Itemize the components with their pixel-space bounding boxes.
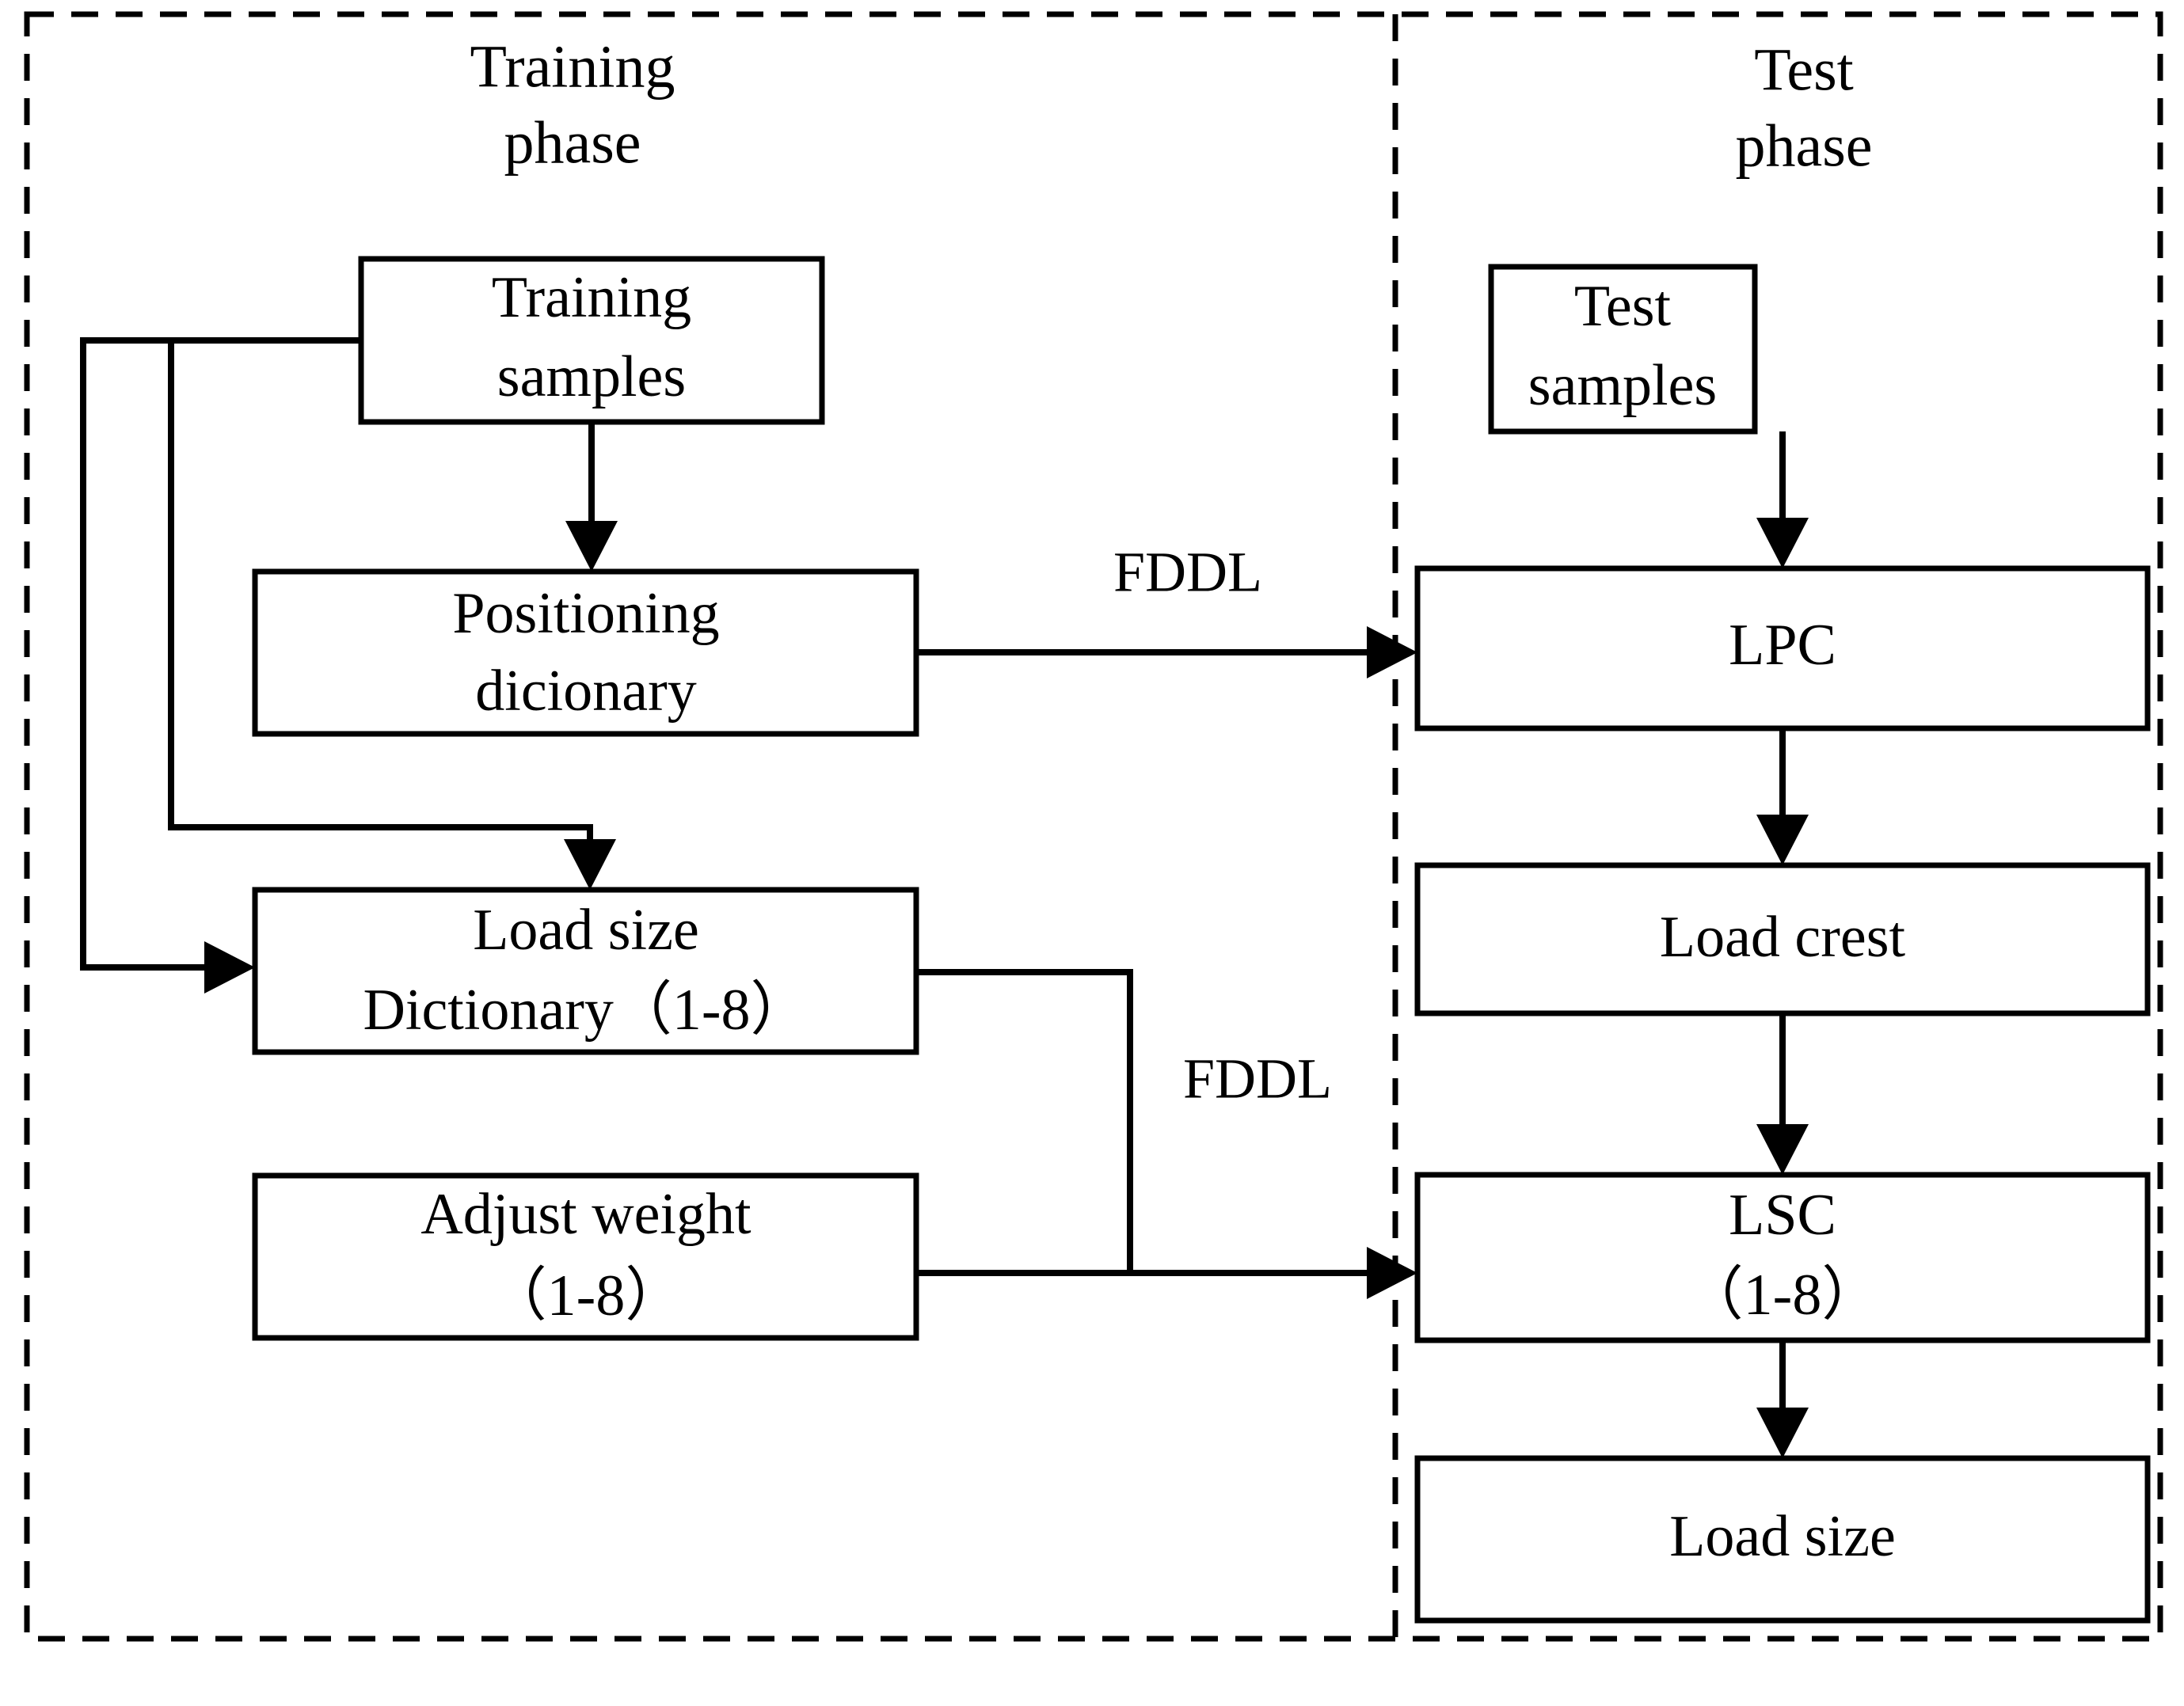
- node-lpc: LPC: [1414, 565, 2151, 731]
- node-load-crest: Load crest: [1414, 862, 2151, 1016]
- node-lsc-line1: LSC: [1729, 1183, 1836, 1248]
- node-lsc: LSC （1-8）: [1414, 1172, 2151, 1343]
- node-load-size-dictionary-line1: Load size: [473, 898, 699, 963]
- arrowhead-right-lsc: [1367, 1247, 1417, 1299]
- node-lsc-line2: （1-8）: [1685, 1263, 1881, 1328]
- arrowhead-down-lpc: [1756, 518, 1809, 568]
- test-phase-title: Test phase: [1735, 36, 1872, 179]
- arrowhead-down-load-size-dictionary: [564, 839, 616, 890]
- edge-adjust-weight-to-lsc: [916, 1247, 1417, 1299]
- training-phase-title-line1: Training: [470, 33, 675, 100]
- edge-test-samples-to-lpc: [1756, 431, 1809, 568]
- node-test-samples: Test samples: [1488, 264, 1758, 435]
- node-load-size-label: Load size: [1669, 1504, 1896, 1569]
- node-positioning-dictionary-line1: Positioning: [452, 581, 719, 646]
- node-lpc-rect: [1414, 565, 2151, 731]
- arrowhead-down-lsc: [1756, 1124, 1809, 1175]
- edge-lsc-to-load-size: [1756, 1340, 1809, 1458]
- arrowhead-down-positioning: [565, 521, 618, 572]
- training-phase-title: Training phase: [470, 33, 675, 176]
- edge-label-fddl-bottom: FDDL: [1183, 1047, 1332, 1111]
- arrowhead-right-load-size-dictionary: [204, 941, 255, 994]
- node-adjust-weight: Adjust weight （1-8）: [252, 1172, 919, 1341]
- edge-label-fddl-top: FDDL: [1113, 541, 1262, 604]
- node-training-samples-line1: Training: [492, 265, 691, 330]
- node-adjust-weight-rect: [252, 1172, 919, 1341]
- node-test-samples-rect: [1488, 264, 1758, 435]
- node-load-size-dictionary-rect: [252, 887, 919, 1055]
- node-positioning-dictionary: Positioning dicionary: [252, 568, 919, 737]
- node-load-size-rect: [1414, 1455, 2151, 1624]
- node-load-size-dictionary: Load size Dictionary（1-8）: [252, 887, 919, 1055]
- training-phase-title-line2: phase: [504, 109, 641, 176]
- node-load-size-dictionary-line2: Dictionary（1-8）: [363, 978, 809, 1043]
- test-phase-title-line2: phase: [1735, 112, 1872, 179]
- arrowhead-right-lpc: [1367, 626, 1417, 678]
- node-training-samples-line2: samples: [497, 344, 686, 409]
- node-positioning-dictionary-line2: dicionary: [475, 659, 696, 724]
- edge-feedback-inner: [168, 337, 616, 890]
- edge-load-crest-to-lsc: [1756, 1013, 1809, 1175]
- arrowhead-down-load-size: [1756, 1408, 1809, 1458]
- node-test-samples-line1: Test: [1574, 274, 1672, 339]
- node-load-size: Load size: [1414, 1455, 2151, 1624]
- node-load-crest-rect: [1414, 862, 2151, 1016]
- edge-feedback-outer: [80, 337, 255, 994]
- node-load-crest-label: Load crest: [1660, 905, 1906, 970]
- edge-load-size-dictionary-to-lsc: [916, 969, 1133, 1273]
- arrowhead-down-load-crest: [1756, 815, 1809, 865]
- node-training-samples: Training samples: [358, 256, 825, 425]
- node-adjust-weight-line2: （1-8）: [489, 1263, 684, 1328]
- node-lpc-label: LPC: [1729, 613, 1836, 678]
- outer-dashed-frame: [24, 11, 2163, 1642]
- node-test-samples-line2: samples: [1528, 353, 1717, 418]
- node-positioning-dictionary-rect: [252, 568, 919, 737]
- edge-lpc-to-load-crest: [1756, 728, 1809, 865]
- edge-positioning-to-lpc: [916, 626, 1417, 678]
- node-adjust-weight-line1: Adjust weight: [420, 1182, 751, 1247]
- test-phase-title-line1: Test: [1754, 36, 1854, 103]
- edge-training-to-positioning: [565, 422, 618, 572]
